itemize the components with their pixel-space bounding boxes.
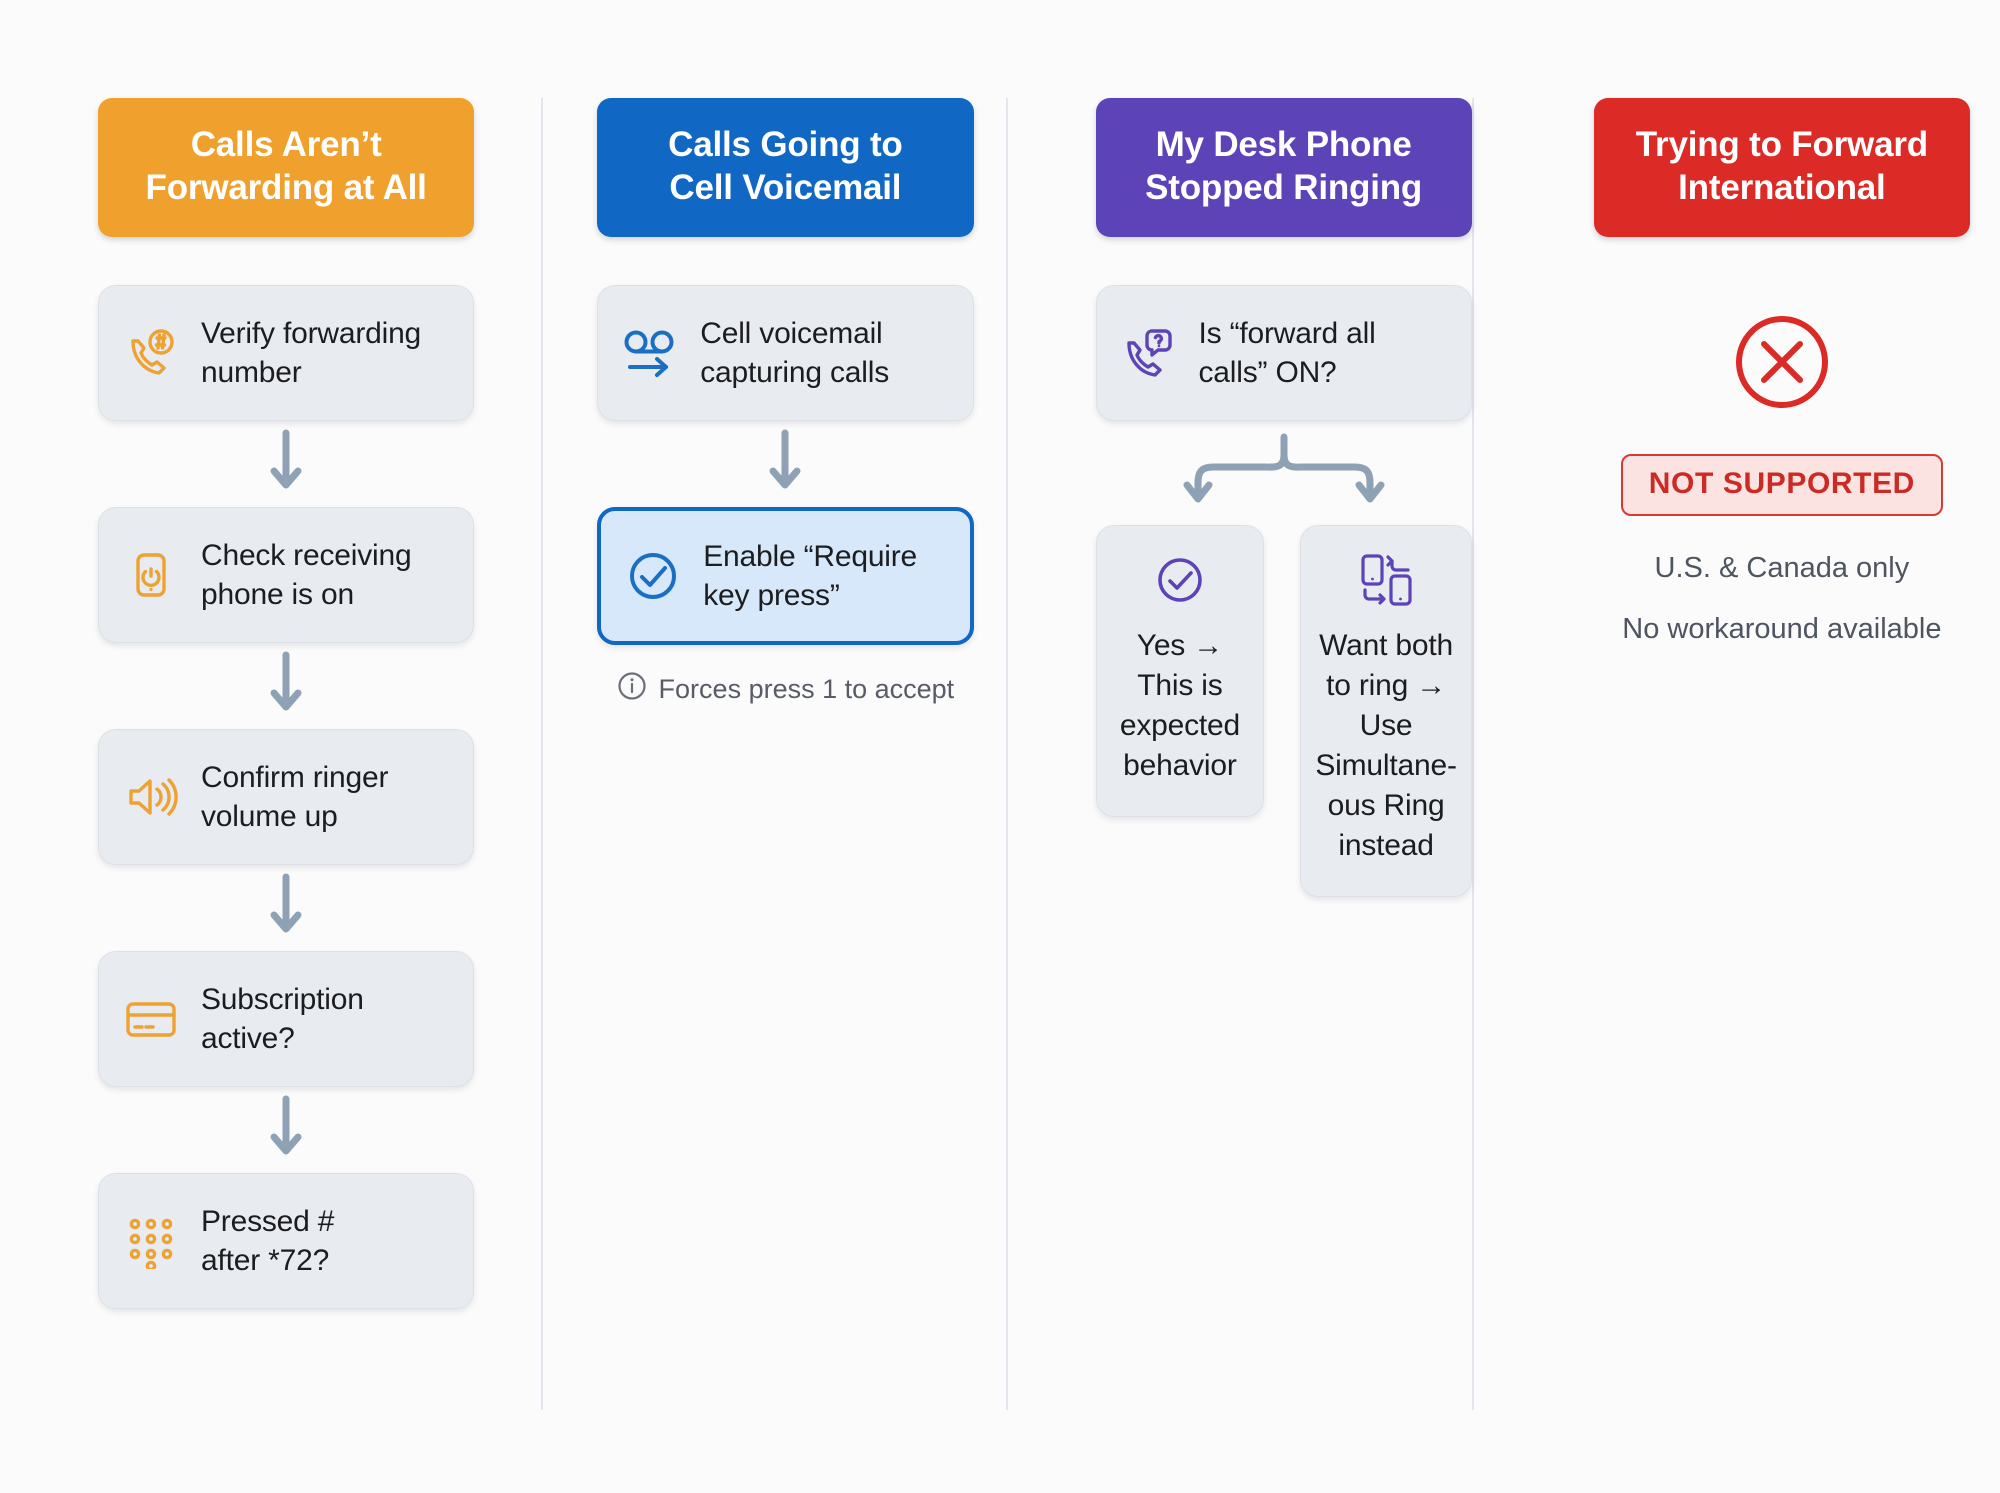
phone-hash-icon	[123, 325, 179, 381]
info-icon	[617, 671, 647, 708]
step-card-pressed-hash-after-72[interactable]: Pressed #after *72?	[98, 1173, 475, 1310]
blocked-note-workaround: No workaround available	[1622, 613, 1942, 646]
two-phones-ring-icon	[1358, 552, 1414, 608]
step-label: Pressed #after *72?	[201, 1205, 335, 1278]
voicemail-forward-icon	[622, 325, 678, 381]
speaker-volume-icon	[123, 769, 179, 825]
flow-arrow-down	[597, 421, 973, 507]
flow-arrow-down	[98, 643, 474, 729]
branch-split-connector	[1096, 433, 1472, 525]
check-circle-icon	[1152, 552, 1208, 608]
blocked-note-region: U.S. & Canada only	[1654, 552, 1910, 585]
flow-arrow-down	[98, 1087, 474, 1173]
blocked-status-group: NOT SUPPORTED U.S. & Canada only No work…	[1594, 285, 1970, 674]
note-text: Forces press 1 to accept	[658, 674, 955, 705]
column-divider	[1006, 98, 1008, 1410]
flow-arrow-down	[98, 865, 474, 951]
check-circle-icon	[625, 548, 681, 604]
phone-power-icon	[123, 547, 179, 603]
dialpad-icon	[123, 1213, 179, 1270]
column-divider	[541, 98, 543, 1410]
status-badge-not-supported: NOT SUPPORTED	[1620, 454, 1943, 517]
step-note-force-press-1: Forces press 1 to accept	[597, 671, 973, 708]
phone-question-icon	[1121, 325, 1177, 381]
column-divider	[1472, 98, 1474, 1410]
x-circle-icon	[1729, 309, 1835, 420]
credit-card-icon	[123, 991, 179, 1047]
flow-arrow-down	[98, 421, 474, 507]
